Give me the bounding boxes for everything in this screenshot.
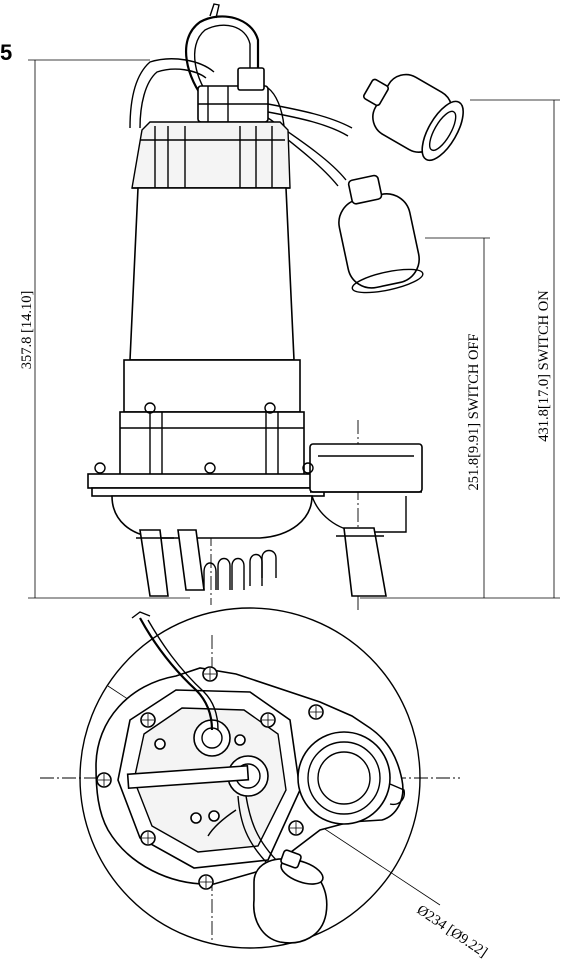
cord-grip [197,67,269,123]
top-view: Ø234 [Ø9.22] [40,607,490,961]
pump-body [119,359,305,479]
power-cord [184,3,260,101]
overall-height-dimension: 357.8 [14.10] [19,59,190,599]
figure-number: 5 [0,40,12,65]
cord-grommets [126,719,269,797]
upper-float-switch [362,73,464,162]
diameter-label: Ø234 [Ø9.22] [414,902,490,961]
overall-height-label: 357.8 [14.10] [19,291,35,370]
pump-flange [87,443,423,497]
motor-housing [129,187,295,361]
pump-legs [136,527,387,597]
switch-off-label: 251.8[9.91] SWITCH OFF [466,333,482,490]
switch-on-dimension: 431.8[17.0] SWITCH ON [470,99,560,599]
carry-handle [129,58,285,129]
side-view: 357.8 [14.10] 251.8[9.91] SWITCH OFF 431… [19,3,560,610]
lower-float-switch [338,174,424,294]
discharge-opening [297,731,405,825]
top-float [253,849,328,944]
bolts [96,666,324,890]
motor-cap [131,121,291,189]
switch-off-dimension: 251.8[9.91] SWITCH OFF [360,237,490,599]
switch-on-label: 431.8[17.0] SWITCH ON [536,290,552,442]
